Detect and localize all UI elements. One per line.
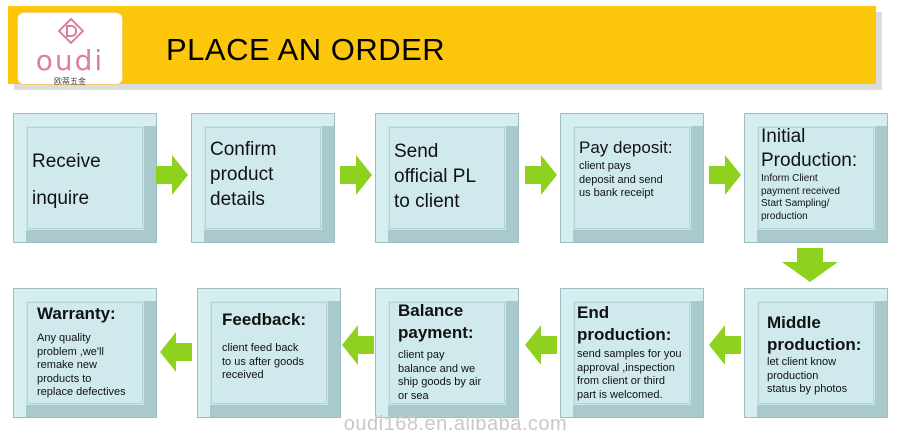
- arrow-left-icon: [709, 325, 741, 365]
- arrow-left-icon: [525, 325, 557, 365]
- step-title: Receive inquire: [32, 151, 101, 209]
- step-body: Any quality problem ,we'll remake new pr…: [37, 332, 126, 398]
- step-body: client pays deposit and send us bank rec…: [579, 160, 663, 199]
- step-confirm-details: Confirm product details: [191, 113, 335, 243]
- arrow-right-icon: [709, 155, 741, 195]
- step-title: Send official PL to client: [394, 141, 477, 212]
- step-receive-inquire: Receive inquire: [13, 113, 157, 243]
- step-send-pl: Send official PL to client: [375, 113, 519, 243]
- step-title: Warranty:: [37, 304, 116, 323]
- step-feedback: Feedback: client feed back to us after g…: [197, 288, 341, 418]
- step-title: Middle production:: [767, 313, 862, 354]
- page-title: PLACE AN ORDER: [166, 32, 446, 67]
- step-body: client pay balance and we ship goods by …: [398, 349, 482, 402]
- arrow-right-icon: [525, 155, 557, 195]
- arrow-right-icon: [340, 155, 372, 195]
- watermark: oudi168.en.alibaba.com: [343, 413, 568, 435]
- arrow-down-icon: [782, 248, 838, 282]
- company-logo: oudi 欧蒂五金: [18, 13, 122, 86]
- step-warranty: Warranty: Any quality problem ,we'll rem…: [13, 288, 157, 418]
- step-title: Balance payment:: [398, 301, 474, 342]
- step-title: Pay deposit:: [579, 138, 673, 157]
- step-title: End production:: [577, 303, 672, 344]
- arrow-left-icon: [160, 332, 192, 372]
- step-pay-deposit: Pay deposit: client pays deposit and sen…: [560, 113, 704, 243]
- step-initial-production: Initial Production: Inform Client paymen…: [744, 113, 888, 243]
- header-banner: oudi 欧蒂五金 PLACE AN ORDER: [8, 6, 876, 86]
- step-body: client feed back to us after goods recei…: [222, 342, 304, 381]
- step-middle-production: Middle production: let client know produ…: [744, 288, 888, 418]
- step-balance-payment: Balance payment: client pay balance and …: [375, 288, 519, 418]
- logo-mark-icon: [58, 18, 84, 44]
- arrow-right-icon: [156, 155, 188, 195]
- step-body: Inform Client payment received Start Sam…: [761, 173, 840, 222]
- step-body: send samples for you approval ,inspectio…: [577, 348, 682, 401]
- step-title: Confirm product details: [210, 139, 277, 210]
- step-title: Initial Production:: [761, 126, 858, 171]
- step-title: Feedback:: [222, 310, 307, 329]
- logo-subtitle: 欧蒂五金: [54, 77, 86, 86]
- arrow-left-icon: [342, 325, 374, 365]
- step-end-production: End production: send samples for you app…: [560, 288, 704, 418]
- step-body: let client know production status by pho…: [767, 356, 848, 395]
- logo-text: oudi: [35, 44, 105, 77]
